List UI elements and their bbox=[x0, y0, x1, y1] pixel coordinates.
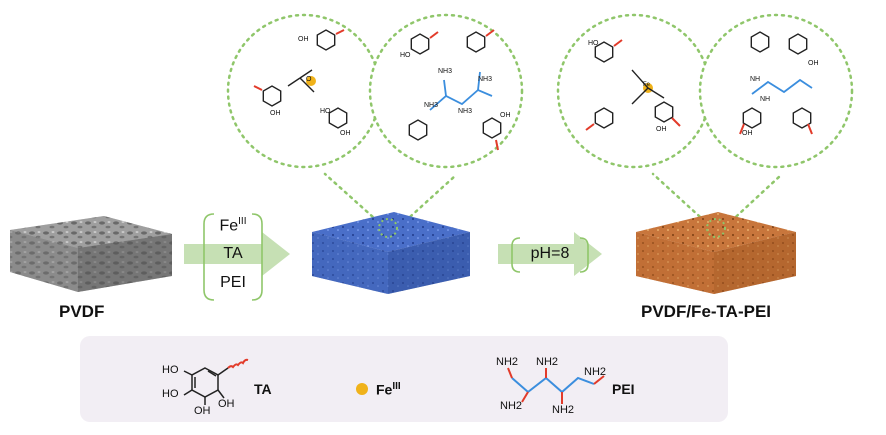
zoom-circle-fe-ta-product bbox=[556, 13, 712, 169]
legend-ta-structure bbox=[183, 367, 229, 405]
atom-label: OH bbox=[340, 130, 351, 137]
benzene-ring bbox=[594, 41, 614, 63]
benzene-ring bbox=[328, 107, 348, 129]
bond bbox=[287, 77, 301, 87]
bond bbox=[671, 117, 681, 127]
zoom-circle-ta-pei-product bbox=[698, 13, 854, 169]
atom-label: NH bbox=[750, 76, 761, 83]
atom-label: NH3 bbox=[458, 108, 473, 115]
benzene-ring bbox=[466, 31, 486, 53]
benzene-ring bbox=[750, 31, 770, 53]
bond bbox=[631, 87, 649, 105]
benzene-ring bbox=[742, 107, 762, 129]
bond bbox=[739, 123, 745, 135]
legend-ta-oh-1: HO bbox=[162, 364, 179, 376]
atom-label: OH bbox=[270, 110, 281, 117]
legend-fe-label: FeIII bbox=[376, 381, 401, 398]
legend-fe-text: Fe bbox=[376, 381, 393, 398]
benzene-ring bbox=[792, 107, 812, 129]
membrane-pvdf bbox=[10, 216, 172, 292]
benzene-ring bbox=[654, 101, 674, 123]
legend-ta-oh-2: HO bbox=[162, 388, 179, 400]
legend-ta-oh-4: OH bbox=[218, 398, 235, 410]
legend-fe-dot bbox=[356, 383, 368, 395]
atom-label: HO bbox=[588, 40, 599, 47]
pvdf-label: PVDF bbox=[59, 302, 105, 321]
zoom-circles bbox=[226, 13, 854, 169]
benzene-ring bbox=[262, 85, 282, 107]
step2-condition: pH=8 bbox=[530, 245, 570, 262]
legend-pei-nh2-2: NH2 bbox=[536, 356, 559, 368]
bond bbox=[253, 85, 263, 91]
membrane-product bbox=[636, 212, 796, 294]
bond bbox=[299, 77, 315, 93]
step1-reagent-pei: PEI bbox=[220, 274, 246, 291]
bond bbox=[647, 87, 665, 99]
bond bbox=[335, 29, 345, 35]
step1-arrow bbox=[184, 232, 290, 276]
atom-label: HO bbox=[320, 108, 331, 115]
reagent-fe-oxidation: III bbox=[238, 216, 247, 227]
legend-panel bbox=[80, 336, 728, 422]
atom-label: HO bbox=[400, 52, 411, 59]
bond bbox=[613, 39, 623, 47]
bond bbox=[585, 123, 595, 131]
benzene-ring bbox=[788, 33, 808, 55]
legend-ta-oh-3: OH bbox=[194, 405, 211, 417]
atom-label: NH3 bbox=[438, 68, 453, 75]
membrane-intermediate bbox=[312, 212, 470, 294]
legend-pei-nh2-3: NH2 bbox=[584, 366, 607, 378]
benzene-ring bbox=[408, 119, 428, 141]
benzene-ring bbox=[316, 29, 336, 51]
atom-label: OH bbox=[742, 130, 753, 137]
step1-bracket-right bbox=[251, 213, 263, 301]
pei-chain bbox=[429, 88, 493, 111]
atom-label: OH bbox=[298, 36, 309, 43]
atom-label: OH bbox=[656, 126, 667, 133]
molecular-structures bbox=[253, 29, 813, 151]
legend-pei-amine-bonds bbox=[507, 367, 605, 404]
atom-label: O bbox=[306, 76, 312, 83]
legend-pei-nh2-4: NH2 bbox=[500, 400, 523, 412]
product-label: PVDF/Fe-TA-PEI bbox=[641, 302, 772, 321]
step2-arrow bbox=[498, 232, 602, 276]
legend-ta-linker bbox=[227, 358, 249, 369]
benzene-ring bbox=[482, 117, 502, 139]
bond bbox=[495, 139, 499, 151]
bond bbox=[429, 31, 439, 39]
atom-label: Fe bbox=[643, 82, 651, 88]
legend-pei-nh2-5: NH2 bbox=[552, 404, 575, 416]
step1-reagent-fe: FeIII bbox=[198, 216, 268, 235]
legend-ta-label: TA bbox=[254, 381, 272, 397]
bond bbox=[631, 69, 649, 89]
benzene-ring bbox=[594, 107, 614, 129]
legend-pei-label: PEI bbox=[612, 381, 635, 397]
legend-fe-oxidation: III bbox=[392, 381, 401, 392]
bond bbox=[807, 123, 813, 135]
legend-pei-nh2-1: NH2 bbox=[496, 356, 519, 368]
fe-center bbox=[306, 76, 316, 86]
step1-bracket-left bbox=[203, 213, 215, 301]
bond bbox=[485, 29, 495, 37]
atom-label: NH3 bbox=[424, 102, 439, 109]
step1-reagent-ta: TA bbox=[223, 245, 243, 262]
pei-chain bbox=[443, 71, 481, 97]
bond bbox=[299, 69, 313, 79]
step2-bracket-left bbox=[511, 237, 521, 273]
atom-label: OH bbox=[500, 112, 511, 119]
legend-pei-chain bbox=[511, 376, 595, 394]
atom-label: NH3 bbox=[478, 76, 493, 83]
reagent-fe-text: Fe bbox=[219, 217, 239, 235]
pei-chain bbox=[751, 78, 813, 95]
benzene-ring bbox=[410, 33, 430, 55]
step2-bracket-right bbox=[579, 237, 589, 273]
atom-label: OH bbox=[808, 60, 819, 67]
atom-label: NH bbox=[760, 96, 771, 103]
